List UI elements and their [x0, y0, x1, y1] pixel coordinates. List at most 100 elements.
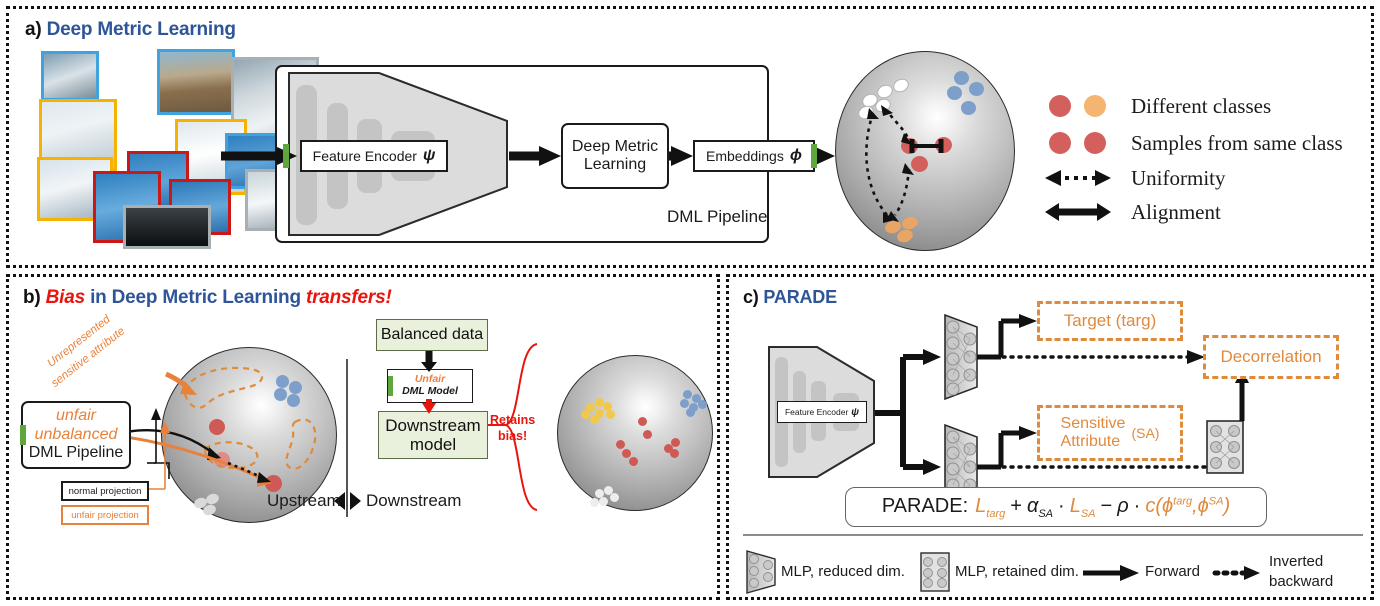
- legend-red-dot: [1049, 95, 1071, 117]
- panel-b-title: b) Bias in Deep Metric Learning transfer…: [23, 287, 392, 309]
- sensitive-attribute-box: Sensitive Attribute (SA): [1037, 405, 1183, 461]
- formula-term-alpha: αSA: [1026, 494, 1054, 520]
- blue-point: [954, 71, 969, 85]
- legend-inverted-line1: Inverted: [1269, 553, 1324, 570]
- red-point: [638, 417, 647, 426]
- blue-point: [276, 375, 289, 388]
- red-point: [911, 156, 928, 172]
- unfair-dml-model-box: Unfair DML Model: [387, 369, 473, 403]
- legend-label-alignment: Alignment: [1131, 200, 1221, 224]
- red-point: [209, 419, 225, 435]
- normal-projection-legend: normal projection: [61, 481, 149, 501]
- parade-formula-box: PARADE: Ltarg + αSA · LSA − ρ · c(ϕtarg,…: [845, 487, 1267, 527]
- red-point: [643, 430, 652, 439]
- embeddings-output-marker: [811, 144, 817, 168]
- embedding-sphere: [835, 51, 1015, 251]
- dotted-arrow-icon: [1212, 566, 1260, 580]
- formula-op-minus: −: [1100, 494, 1113, 517]
- blue-point: [947, 86, 962, 100]
- legend-forward-label: Forward: [1145, 563, 1201, 580]
- unfair-model-marker: [388, 376, 393, 396]
- red-point: [616, 440, 625, 449]
- bird-image: [157, 49, 235, 115]
- sensitive-line2: Attribute: [1060, 433, 1121, 450]
- blue-point: [698, 400, 707, 409]
- red-point: [664, 444, 673, 453]
- blue-point: [287, 394, 300, 407]
- unfair-projection-label: unfair projection: [71, 509, 139, 521]
- embeddings-label: Embeddings: [706, 148, 784, 164]
- decorrelation-label: Decorrelation: [1220, 347, 1322, 366]
- dml-box-line1: Deep Metric: [571, 137, 659, 155]
- yellow-point: [581, 410, 590, 419]
- solid-arrow-icon: [1083, 565, 1139, 581]
- white-point: [610, 493, 619, 502]
- panel-b-title-bias: Bias: [45, 287, 86, 308]
- red-point: [622, 449, 631, 458]
- legend-red-dot: [1049, 132, 1071, 154]
- blue-point: [683, 390, 692, 399]
- mlp-square-icon: [920, 552, 950, 592]
- panel-a-title: a) Deep Metric Learning: [25, 19, 236, 41]
- downstream-model-line1: Downstream: [385, 415, 481, 435]
- panel-c-marker: c): [743, 287, 759, 307]
- dml-box-line2: Learning: [583, 156, 647, 173]
- yellow-point: [590, 415, 599, 424]
- formula-prefix: PARADE:: [881, 494, 969, 517]
- formula-term-ltarg: Ltarg: [975, 494, 1006, 520]
- panel-c-title: c) PARADE: [743, 287, 837, 308]
- downstream-sphere: [557, 355, 713, 511]
- white-point: [595, 489, 604, 498]
- yellow-point: [586, 403, 595, 412]
- red-point: [265, 475, 282, 492]
- downstream-model-box: Downstream model: [378, 411, 488, 459]
- normal-projection-label: normal projection: [68, 485, 142, 497]
- target-box-label: Target (targ): [1063, 311, 1157, 330]
- retains-bias-line1: Retains: [490, 413, 536, 427]
- panel-c-feature-encoder-box: Feature Encoder ψ: [777, 401, 867, 423]
- formula-term-lsa: LSA: [1069, 494, 1096, 520]
- deep-metric-learning-box: Deep Metric Learning: [561, 123, 669, 189]
- panel-c-title-text: PARADE: [763, 287, 837, 307]
- dml-pipeline-label: DML Pipeline: [667, 207, 768, 226]
- target-box: Target (targ): [1037, 301, 1183, 341]
- blue-point: [969, 82, 984, 96]
- balanced-data-box: Balanced data: [376, 319, 488, 351]
- embeddings-box: Embeddings ϕ: [693, 140, 815, 172]
- retains-bias-line2: bias!: [498, 429, 528, 443]
- unfair-projection-legend: unfair projection: [61, 505, 149, 525]
- parade-formula: PARADE: Ltarg + αSA · LSA − ρ · c(ϕtarg,…: [882, 495, 1230, 520]
- red-point: [670, 449, 679, 458]
- panel-b-title-middle: in Deep Metric Learning: [90, 287, 301, 308]
- decorrelation-box: Decorrelation: [1203, 335, 1339, 379]
- legend-mlp-reduced-label: MLP, reduced dim.: [781, 563, 905, 580]
- legend-label-uniformity: Uniformity: [1131, 166, 1226, 190]
- formula-op-dot1: ·: [1058, 494, 1065, 517]
- mlp-trapezoid-icon: [746, 550, 776, 594]
- unfair-line: unfair: [55, 406, 97, 424]
- unfair-model-line1: Unfair: [414, 373, 446, 386]
- blue-point: [289, 381, 302, 394]
- blue-point: [689, 403, 698, 412]
- feature-encoder-label: Feature Encoder: [312, 148, 417, 164]
- white-point: [590, 498, 599, 507]
- sensitive-suffix: (SA): [1131, 425, 1160, 441]
- dotted-double-arrow-icon: [1045, 170, 1111, 186]
- formula-op-dot2: ·: [1133, 494, 1141, 517]
- panel-parade: c) PARADE: [726, 274, 1374, 600]
- formula-term-c: c(ϕtarg,ϕSA): [1145, 494, 1231, 517]
- panel-deep-metric-learning: a) Deep Metric Learning DML Pipeline: [6, 6, 1374, 268]
- downstream-model-line2: model: [409, 435, 457, 454]
- feature-encoder-box: Feature Encoder ψ: [300, 140, 448, 172]
- upstream-label: Upstream: [267, 491, 341, 510]
- red-point: [935, 137, 952, 153]
- legend-mlp-retained-label: MLP, retained dim.: [955, 563, 1079, 580]
- solid-double-arrow-icon: [1045, 203, 1111, 221]
- panel-c-encoder-label: Feature Encoder: [784, 407, 849, 417]
- red-point: [214, 452, 230, 468]
- blue-point: [686, 408, 695, 417]
- legend-red-dot: [1084, 132, 1106, 154]
- yellow-point: [603, 402, 612, 411]
- panel-a-marker: a): [25, 19, 42, 40]
